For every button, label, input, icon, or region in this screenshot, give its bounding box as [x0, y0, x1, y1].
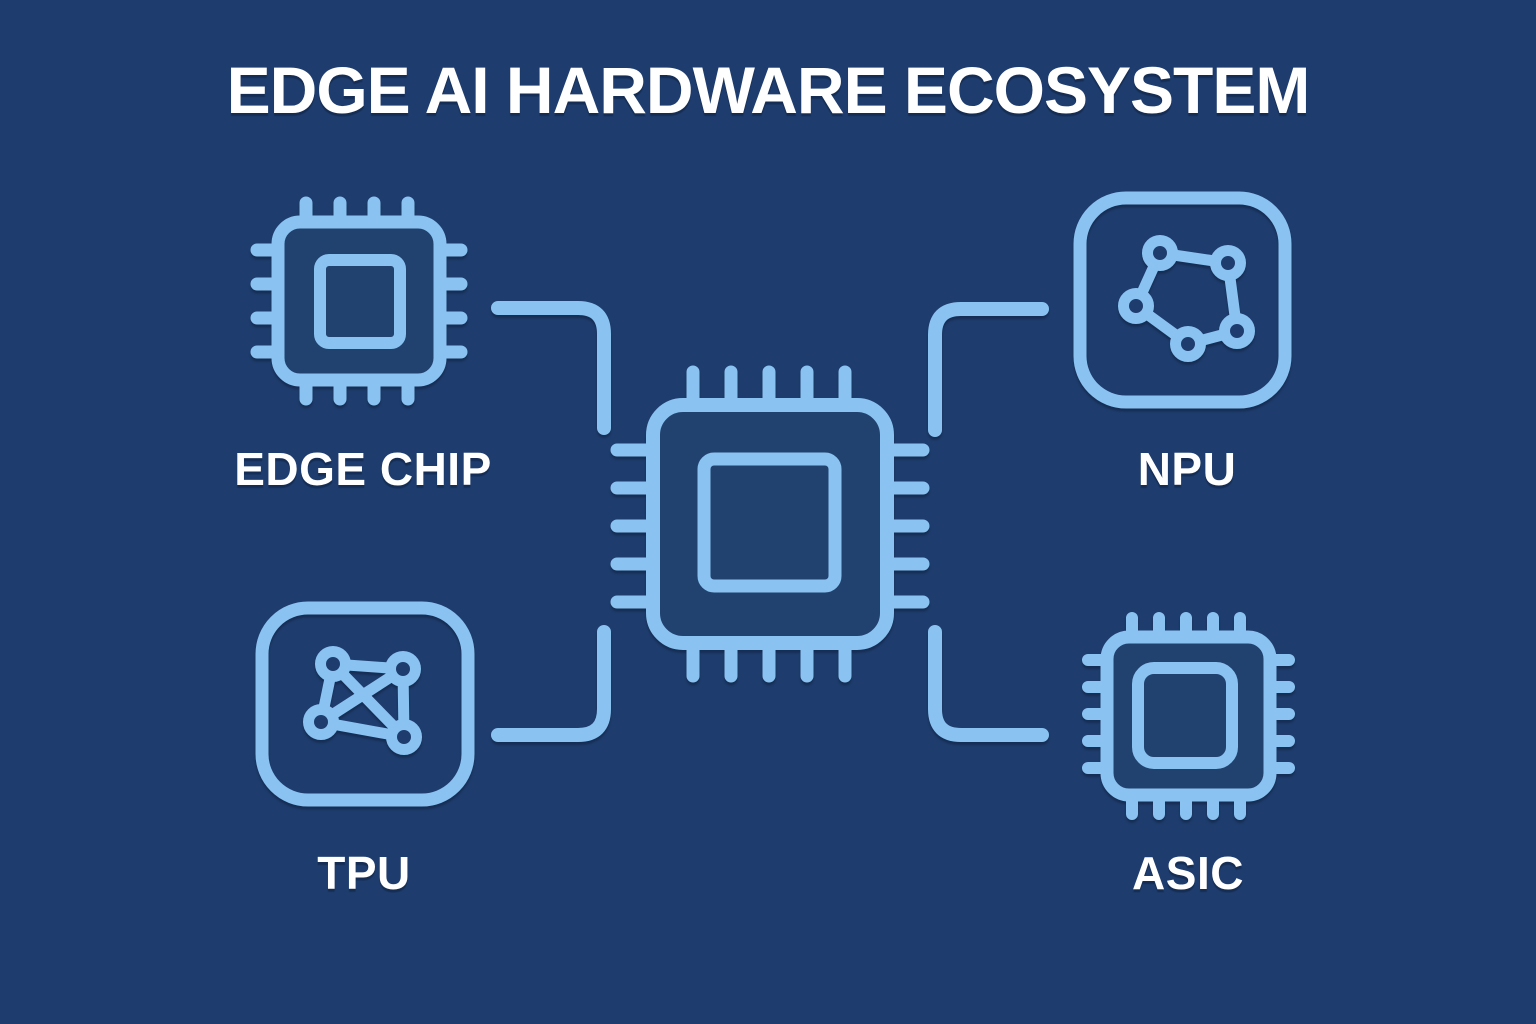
connector-edge-chip-to-cpu — [491, 301, 611, 435]
cpu-pins-bottom — [686, 636, 852, 683]
edge-chip-label: EDGE CHIP — [234, 443, 492, 495]
tpu-label: TPU — [317, 847, 411, 899]
connectors — [491, 301, 1049, 742]
connector-npu-to-cpu — [928, 302, 1049, 437]
edge-chip-core — [314, 254, 406, 349]
connector-asic-to-cpu — [928, 625, 1049, 742]
page-title: EDGE AI HARDWARE ECOSYSTEM — [226, 53, 1311, 127]
cpu-pins-top — [686, 365, 852, 412]
asic-pins-top — [1126, 612, 1246, 643]
npu-node — [1170, 326, 1206, 362]
npu-node — [1118, 288, 1154, 324]
asic-body — [1100, 630, 1277, 802]
tpu-frame — [255, 601, 475, 807]
edge-chip-icon — [250, 196, 468, 406]
asic-pins-right — [1264, 654, 1295, 774]
tpu-node — [386, 719, 422, 755]
cpu-body — [646, 398, 894, 650]
npu-node — [1210, 245, 1246, 281]
npu-label: NPU — [1137, 443, 1237, 495]
tpu-node — [385, 651, 421, 687]
npu-node — [1142, 235, 1178, 271]
cpu-chip-icon — [610, 365, 930, 683]
tpu-node — [315, 646, 351, 682]
asic-icon — [1082, 612, 1295, 820]
npu-node — [1219, 313, 1255, 349]
edge-chip-body — [271, 215, 447, 387]
edge-chip-pins-top — [299, 196, 415, 229]
asic-pins-bottom — [1126, 789, 1246, 820]
npu-icon — [1073, 191, 1292, 409]
tpu-node — [303, 704, 339, 740]
asic-label: ASIC — [1132, 847, 1244, 899]
asic-pins-left — [1082, 654, 1113, 774]
edge-chip-pins-left — [250, 243, 285, 359]
cpu-pins-left — [610, 443, 660, 609]
npu-frame — [1073, 191, 1292, 409]
edge-chip-pins-bottom — [299, 373, 415, 406]
connector-tpu-to-cpu — [491, 625, 611, 742]
edge-chip-pins-right — [433, 243, 468, 359]
cpu-pins-right — [880, 443, 930, 609]
tpu-icon — [255, 601, 475, 807]
cpu-core — [697, 452, 842, 593]
asic-core — [1132, 662, 1238, 769]
